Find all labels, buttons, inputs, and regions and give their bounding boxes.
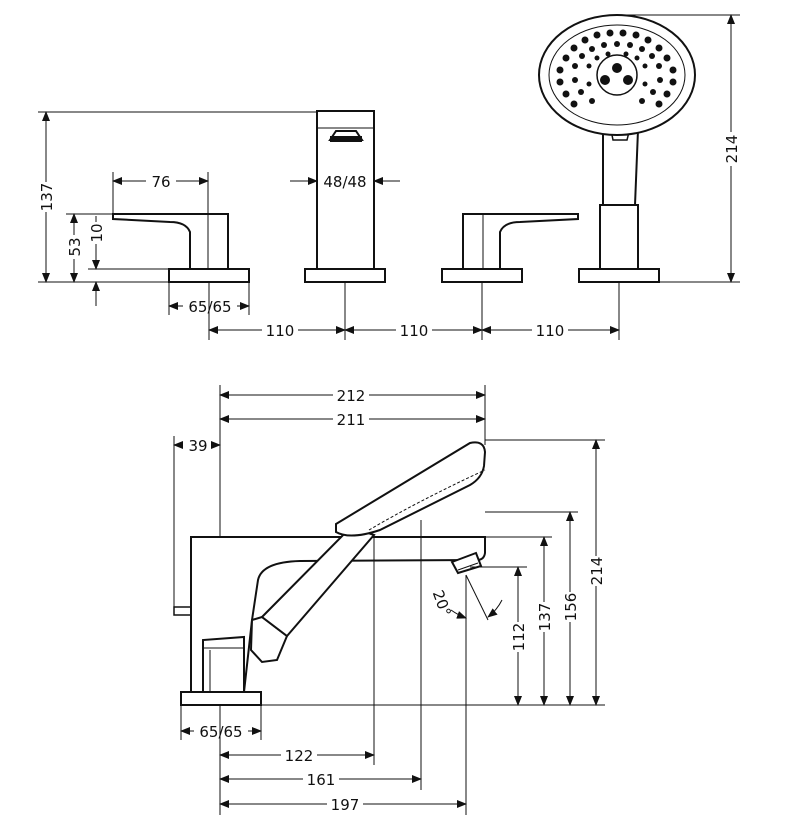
dim-lever-76: 76 bbox=[112, 172, 209, 214]
side-lever-stub bbox=[173, 606, 192, 616]
dim-label-53: 53 bbox=[66, 237, 84, 256]
dim-label-angle: 20° bbox=[429, 588, 455, 619]
dim-height-156: 156 bbox=[562, 511, 580, 706]
dim-label-65-front: 65/65 bbox=[188, 298, 231, 316]
dim-label-212: 212 bbox=[337, 387, 366, 405]
dim-label-161: 161 bbox=[307, 771, 336, 789]
dim-base-65: 65/65 bbox=[168, 282, 250, 316]
dim-height-214-side: 214 bbox=[588, 439, 606, 706]
dim-label-48: 48/48 bbox=[323, 173, 366, 191]
dim-height-137-side: 137 bbox=[536, 536, 554, 706]
dim-label-110-a: 110 bbox=[266, 322, 295, 340]
dim-reach-122: 122 bbox=[219, 746, 375, 765]
dim-angle-20: 20° bbox=[429, 574, 503, 621]
dim-label-214-front: 214 bbox=[723, 135, 741, 164]
front-view: 137 53 10 76 48/48 bbox=[38, 14, 741, 340]
dim-label-137-side: 137 bbox=[536, 603, 554, 632]
lever-handle-right bbox=[441, 213, 579, 283]
side-spout-body bbox=[190, 536, 486, 693]
dim-label-110-b: 110 bbox=[400, 322, 429, 340]
lever-handle-left bbox=[112, 213, 250, 283]
dim-label-122: 122 bbox=[285, 747, 314, 765]
side-hand-shower bbox=[249, 441, 487, 664]
dim-offset-39: 39 bbox=[173, 436, 221, 607]
dim-reach-197: 197 bbox=[219, 795, 467, 814]
dim-height-112: 112 bbox=[510, 566, 528, 706]
dim-label-65-side: 65/65 bbox=[199, 723, 242, 741]
dim-label-197: 197 bbox=[331, 796, 360, 814]
dim-spacing-row: 110 110 110 bbox=[208, 282, 620, 340]
dim-side-base-65: 65/65 bbox=[180, 705, 262, 741]
hand-shower bbox=[538, 14, 696, 283]
shower-nozzles bbox=[556, 29, 677, 108]
dim-reach-161: 161 bbox=[219, 770, 422, 789]
dim-label-10: 10 bbox=[88, 223, 106, 242]
dim-label-211: 211 bbox=[337, 411, 366, 429]
spout bbox=[304, 110, 386, 283]
dim-label-39: 39 bbox=[188, 437, 207, 455]
dim-height-53: 53 bbox=[66, 213, 113, 283]
dim-label-214-side: 214 bbox=[588, 557, 606, 586]
dim-shower-214: 214 bbox=[617, 14, 741, 283]
dim-label-110-c: 110 bbox=[536, 322, 565, 340]
dim-label-137: 137 bbox=[38, 183, 56, 212]
dim-height-10: 10 bbox=[88, 216, 169, 306]
dim-height-137: 137 bbox=[38, 111, 317, 283]
dim-depth-211: 211 bbox=[219, 410, 486, 429]
side-view: 212 211 39 65/65 bbox=[173, 385, 606, 815]
side-base-plate bbox=[180, 691, 262, 706]
dim-spout-48: 48/48 bbox=[290, 173, 400, 191]
dim-label-112: 112 bbox=[510, 623, 528, 652]
dim-label-76: 76 bbox=[151, 173, 170, 191]
dim-label-156: 156 bbox=[562, 593, 580, 622]
